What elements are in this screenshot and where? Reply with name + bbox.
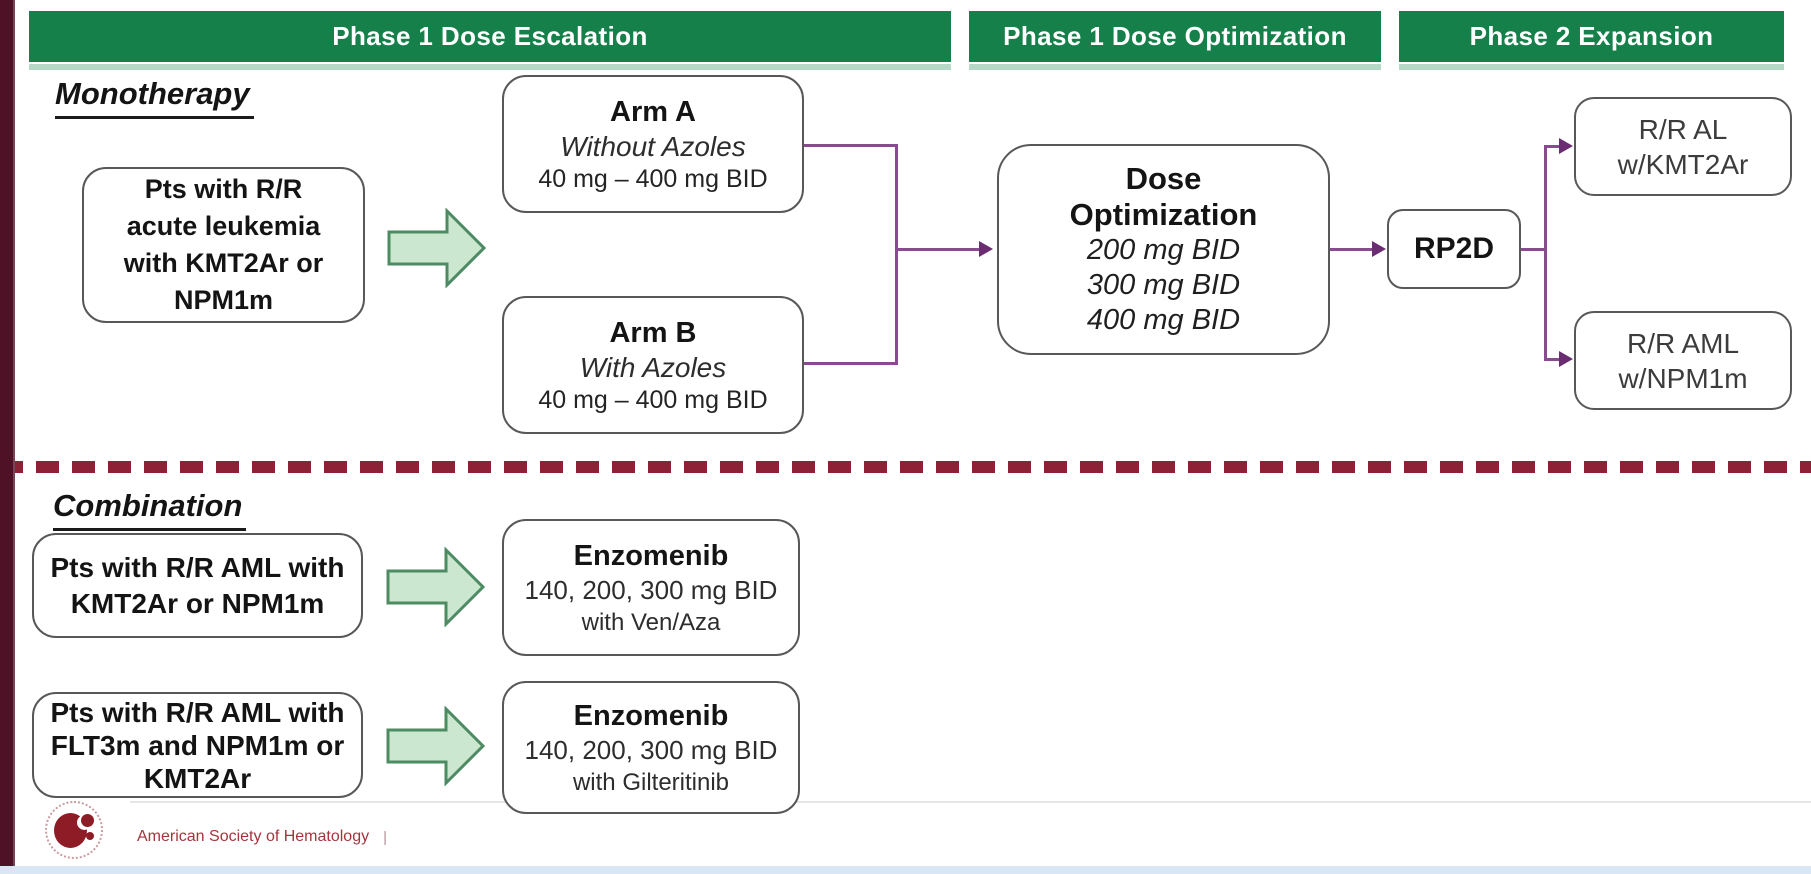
expansion-kmt2ar-text: R/R AL w/KMT2Ar bbox=[1617, 113, 1749, 180]
content-boundary-line bbox=[130, 801, 1811, 803]
arrowhead-icon bbox=[1559, 138, 1573, 154]
arm-a-box: Arm A Without Azoles 40 mg – 400 mg BID bbox=[502, 75, 804, 213]
arm-a-title: Arm A bbox=[610, 95, 696, 128]
combination-patient-text: Pts with R/R AML with KMT2Ar or NPM1m bbox=[50, 551, 345, 619]
expansion-kmt2ar-box: R/R AL w/KMT2Ar bbox=[1574, 97, 1792, 196]
connector-line bbox=[1544, 145, 1562, 148]
footer-organization: American Society of Hematology | bbox=[137, 828, 387, 846]
ash-logo bbox=[45, 801, 107, 863]
monotherapy-patient-box: Pts with R/R acute leukemia with KMT2Ar … bbox=[82, 167, 365, 323]
flow-arrow-icon bbox=[386, 547, 486, 627]
monotherapy-patient-text: Pts with R/R acute leukemia with KMT2Ar … bbox=[123, 174, 324, 315]
arrowhead-icon bbox=[1372, 241, 1386, 257]
phase-bar-dose-escalation: Phase 1 Dose Escalation bbox=[29, 11, 951, 62]
treatment-dose: 140, 200, 300 mg BID bbox=[524, 734, 778, 765]
connector-line bbox=[895, 144, 898, 365]
treatment-with: with Ven/Aza bbox=[581, 608, 721, 636]
combination-patient-text: Pts with R/R AML with FLT3m and NPM1m or… bbox=[50, 696, 345, 794]
arm-b-box: Arm B With Azoles 40 mg – 400 mg BID bbox=[502, 296, 804, 434]
arm-a-dose: 40 mg – 400 mg BID bbox=[538, 164, 768, 193]
treatment-with: with Gilteritinib bbox=[572, 768, 730, 796]
expansion-npm1m-box: R/R AML w/NPM1m bbox=[1574, 311, 1792, 410]
connector-line bbox=[1330, 248, 1374, 251]
ash-logo-ring bbox=[45, 801, 103, 859]
dose-optimization-doses: 200 mg BID 300 mg BID 400 mg BID bbox=[1086, 234, 1241, 336]
footer-organization-text: American Society of Hematology bbox=[137, 828, 370, 845]
ash-logo-cell bbox=[81, 814, 94, 827]
section-divider-dashed bbox=[0, 461, 1811, 473]
flow-arrow-icon bbox=[386, 706, 486, 786]
combination-treatment-box: Enzomenib 140, 200, 300 mg BID with Gilt… bbox=[502, 681, 800, 814]
monotherapy-heading: Monotherapy bbox=[55, 76, 254, 119]
expansion-npm1m-text: R/R AML w/NPM1m bbox=[1618, 327, 1748, 394]
connector-line bbox=[1521, 248, 1547, 251]
dose-optimization-box: Dose Optimization 200 mg BID 300 mg BID … bbox=[997, 144, 1330, 355]
arm-a-subtitle: Without Azoles bbox=[560, 130, 746, 162]
connector-line bbox=[1544, 358, 1562, 361]
treatment-title: Enzomenib bbox=[573, 699, 729, 732]
phase-bar-underline bbox=[1399, 64, 1784, 70]
arm-b-subtitle: With Azoles bbox=[579, 351, 727, 383]
dose-optimization-title: Dose Optimization bbox=[1069, 161, 1258, 232]
rp2d-box: RP2D bbox=[1387, 209, 1521, 289]
phase-bar-expansion: Phase 2 Expansion bbox=[1399, 11, 1784, 62]
phase-bar-underline bbox=[29, 64, 951, 70]
connector-line bbox=[804, 144, 898, 147]
footer-separator: | bbox=[383, 828, 388, 846]
treatment-title: Enzomenib bbox=[573, 539, 729, 572]
combination-heading: Combination bbox=[53, 488, 247, 531]
left-edge-bar bbox=[0, 0, 15, 866]
connector-line bbox=[804, 362, 898, 365]
combination-treatment-box: Enzomenib 140, 200, 300 mg BID with Ven/… bbox=[502, 519, 800, 656]
rp2d-label: RP2D bbox=[1413, 232, 1495, 265]
connector-line bbox=[1544, 145, 1547, 361]
arm-b-title: Arm B bbox=[609, 316, 697, 349]
arm-b-dose: 40 mg – 400 mg BID bbox=[538, 385, 768, 414]
combination-patient-box: Pts with R/R AML with KMT2Ar or NPM1m bbox=[32, 533, 363, 638]
combination-patient-box: Pts with R/R AML with FLT3m and NPM1m or… bbox=[32, 692, 363, 798]
phase-bar-label: Phase 2 Expansion bbox=[1469, 21, 1714, 51]
bottom-strip bbox=[0, 866, 1811, 874]
phase-bar-label: Phase 1 Dose Escalation bbox=[332, 21, 648, 51]
flow-arrow-icon bbox=[387, 208, 487, 288]
arrowhead-icon bbox=[979, 241, 993, 257]
treatment-dose: 140, 200, 300 mg BID bbox=[524, 574, 778, 605]
phase-bar-dose-optimization: Phase 1 Dose Optimization bbox=[969, 11, 1381, 62]
connector-line bbox=[895, 248, 980, 251]
arrowhead-icon bbox=[1559, 351, 1573, 367]
ash-logo-dot bbox=[86, 832, 94, 840]
phase-bar-label: Phase 1 Dose Optimization bbox=[1003, 21, 1347, 51]
phase-bar-underline bbox=[969, 64, 1381, 70]
